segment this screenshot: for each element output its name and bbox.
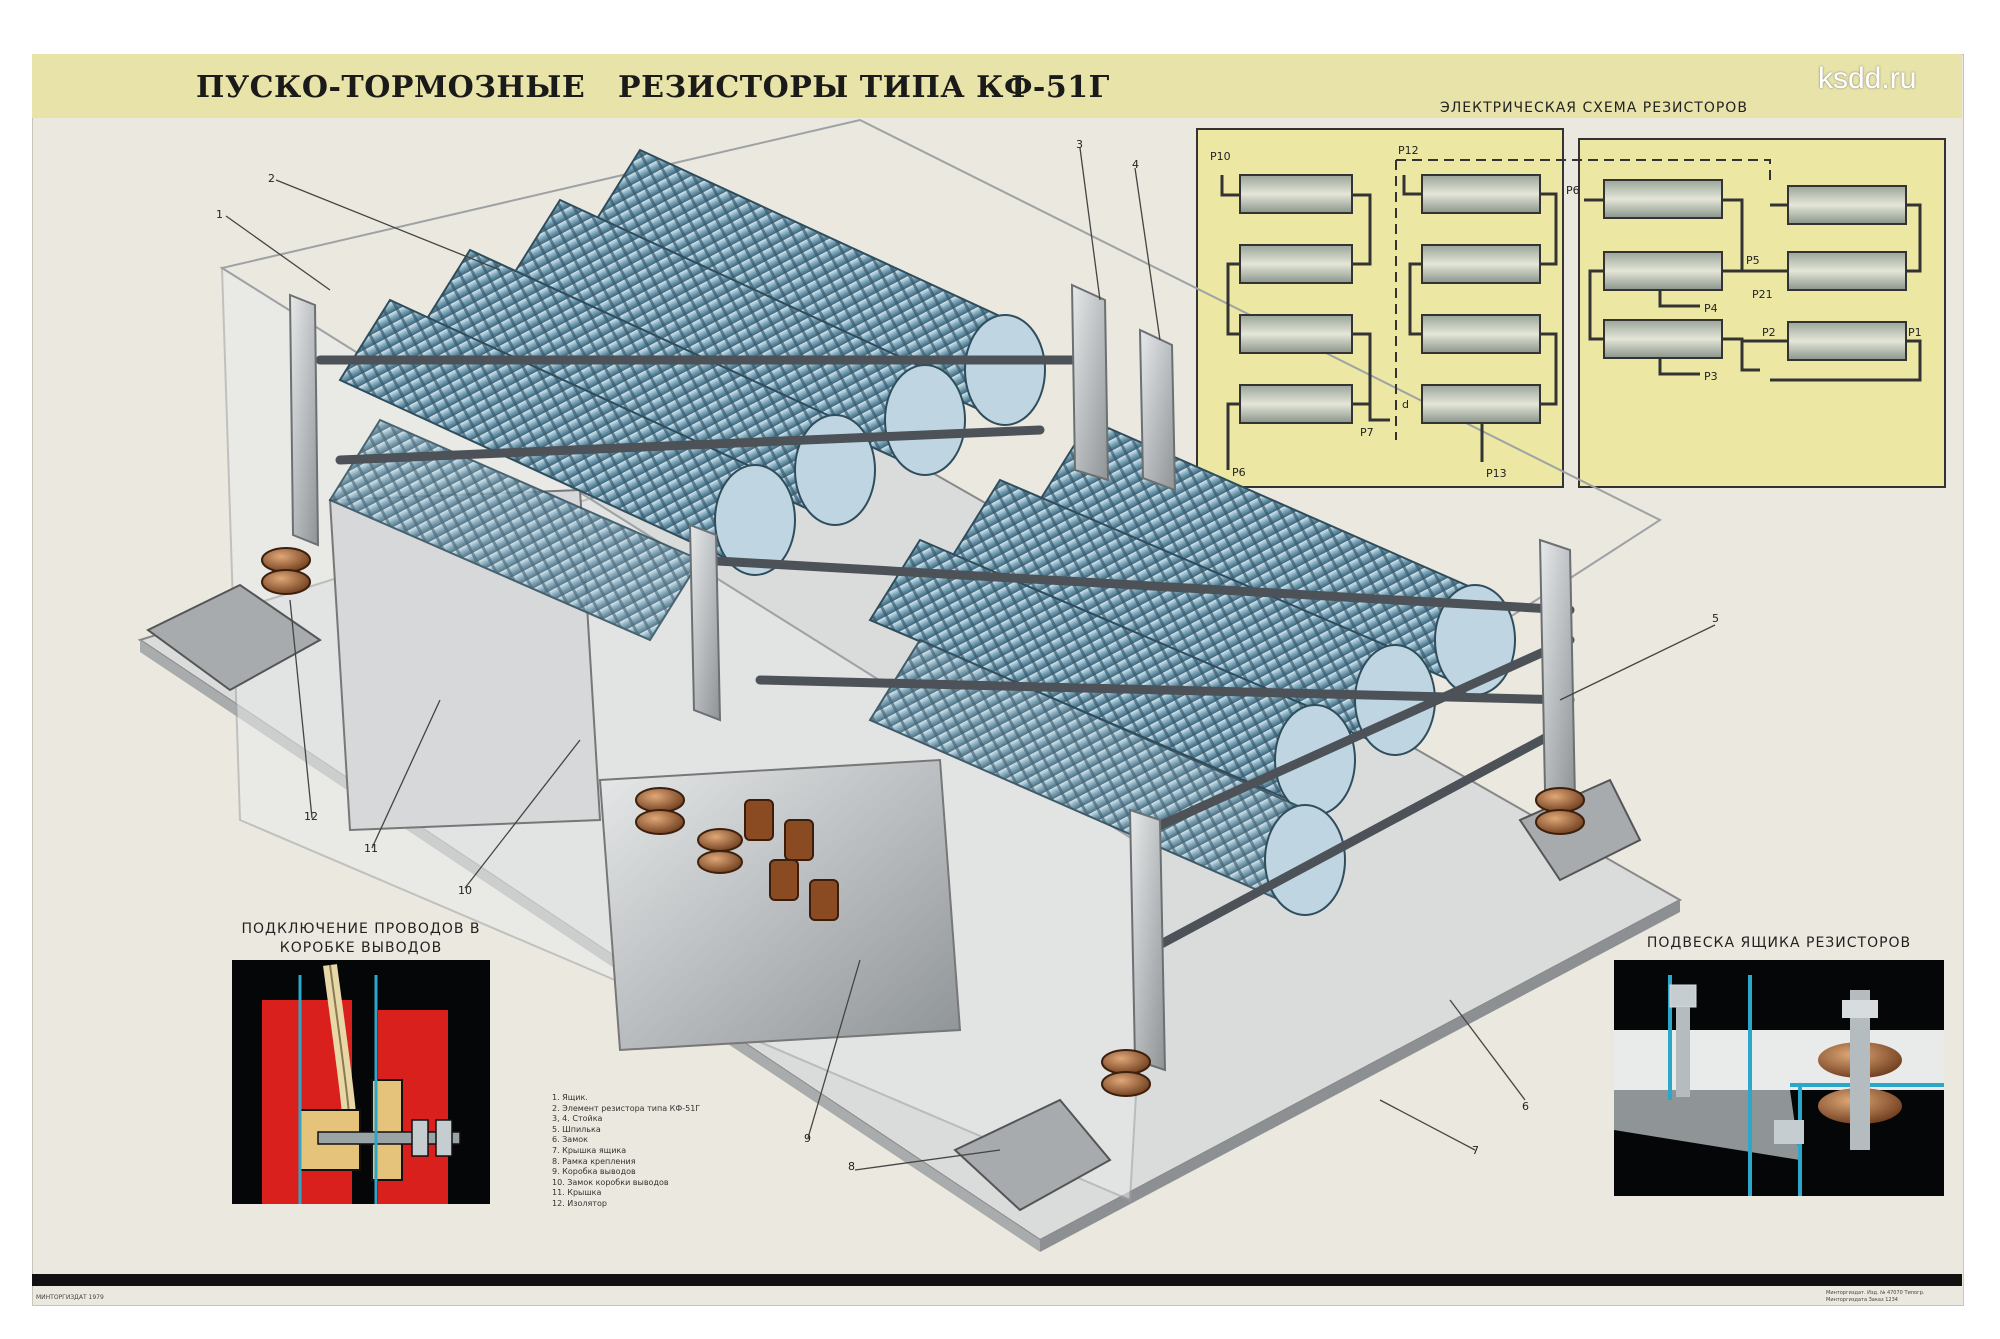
callout-4: 4 [1132, 158, 1139, 171]
label-p7: Р7 [1360, 426, 1374, 439]
inset-right-caption: ПОДВЕСКА ЯЩИКА РЕЗИСТОРОВ [1646, 935, 1912, 951]
inset-suspension-drawing [1614, 975, 1944, 1196]
label-p5: Р5 [1746, 254, 1760, 267]
legend-item: 12. Изолятор [552, 1198, 607, 1208]
legend-item: 10. Замок коробки выводов [552, 1177, 669, 1187]
label-p3: Р3 [1704, 370, 1718, 383]
legend-item: 1. Ящик. [552, 1093, 588, 1102]
legend-item: 9. Коробка выводов [552, 1167, 636, 1177]
schematic-right [1584, 179, 1922, 382]
resistor-stack-6 [1038, 418, 1516, 696]
resistor-stack-9 [868, 638, 1346, 916]
callout-12: 12 [304, 810, 318, 823]
insulators [261, 547, 1585, 1097]
posts [288, 283, 1577, 1072]
bottom-strip [32, 1274, 1962, 1286]
legend-item: 3, 4. Стойка [552, 1114, 603, 1124]
callout-5: 5 [1712, 612, 1719, 625]
callout-leaders [225, 147, 1716, 1171]
label-p2: Р2 [1762, 326, 1776, 339]
callout-2: 2 [268, 172, 275, 185]
legend-item: 8. Рамка крепления [552, 1156, 636, 1166]
resistor-stack-1 [588, 148, 1046, 426]
legend-item: 2. Элемент резистора типа КФ-51Г [552, 1103, 701, 1113]
watermark: ksdd.ru [1818, 62, 1917, 95]
mounting-brackets [146, 583, 1642, 1212]
callout-10: 10 [458, 884, 472, 897]
legend-item: 5. Шпилька [552, 1124, 601, 1134]
title-band [32, 54, 1962, 118]
callout-8: 8 [848, 1160, 855, 1173]
tie-rods [315, 355, 1575, 955]
cable-glands [744, 799, 839, 921]
label-p21: Р21 [1752, 288, 1773, 301]
label-d: d [1402, 398, 1409, 411]
inset-wire-drawing [262, 964, 461, 1204]
print-info: Минторгиздат. Изд. № 47070 Типогр. Минто… [1826, 1290, 1925, 1303]
publisher-imprint: МИНТОРГИЗДАТ 1979 [36, 1294, 104, 1301]
callout-3: 3 [1076, 138, 1083, 151]
label-p6-left: Р6 [1232, 466, 1246, 479]
legend-item: 7. Крышка ящика [552, 1145, 627, 1155]
label-p4: Р4 [1704, 302, 1718, 315]
label-p13: Р13 [1486, 467, 1507, 480]
inset-left-caption-line2: КОРОБКЕ ВЫВОДОВ [279, 940, 443, 956]
legend-item: 11. Крышка [552, 1188, 602, 1198]
callout-9: 9 [804, 1132, 811, 1145]
label-p10: Р10 [1210, 150, 1231, 163]
label-p12: Р12 [1398, 144, 1419, 157]
label-p6-right: Р6 [1566, 184, 1580, 197]
callout-6: 6 [1522, 1100, 1529, 1113]
inset-left-caption: ПОДКЛЮЧЕНИЕ ПРОВОДОВ В КОРОБКЕ ВЫВОДОВ [232, 920, 490, 958]
callout-7: 7 [1472, 1144, 1479, 1157]
label-p1: Р1 [1908, 326, 1922, 339]
poster-title: ПУСКО-ТОРМОЗНЫЕ РЕЗИСТОРЫ ТИПА КФ-51Г [196, 70, 1110, 105]
inset-left-caption-line1: ПОДКЛЮЧЕНИЕ ПРОВОДОВ В [241, 921, 481, 937]
legend-item: 6. Замок [552, 1135, 588, 1145]
schematic-title: ЭЛЕКТРИЧЕСКАЯ СХЕМА РЕЗИСТОРОВ [1440, 100, 1748, 116]
callout-1: 1 [216, 208, 223, 221]
parts-legend: 1. Ящик. 2. Элемент резистора типа КФ-51… [552, 1093, 700, 1210]
callout-11: 11 [364, 842, 378, 855]
resistor-stack-5 [328, 418, 702, 642]
resistor-stack-2 [508, 198, 966, 476]
schematic-left [1220, 159, 1771, 470]
